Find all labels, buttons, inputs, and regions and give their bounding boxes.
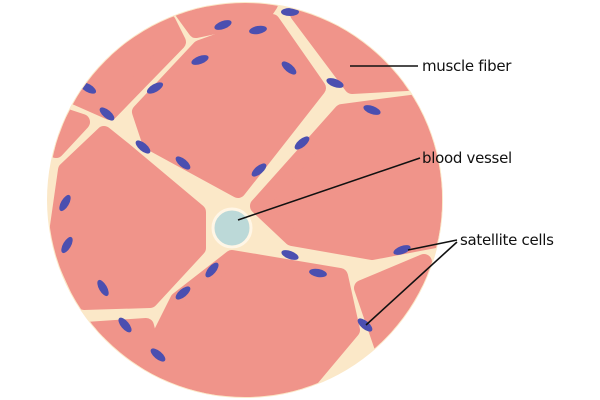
muscle-fiber bbox=[172, 3, 278, 38]
satellite-cell-nucleus bbox=[251, 163, 267, 177]
satellite-cell-nucleus bbox=[150, 348, 166, 362]
blood-vessel bbox=[211, 207, 253, 249]
blood-vessel-leader-line bbox=[237, 157, 421, 221]
satellite-cell-nucleus bbox=[59, 194, 71, 212]
satellite-cell-nucleus bbox=[146, 82, 164, 94]
satellite-cell-nucleus bbox=[357, 318, 373, 332]
satellite-cell-nucleus bbox=[249, 25, 267, 35]
satellite-cell-nucleus bbox=[294, 136, 310, 150]
label-muscle-fiber: muscle fiber bbox=[422, 57, 512, 75]
satellite-cell-nucleus bbox=[393, 245, 411, 255]
satellite-cell-leader-line bbox=[365, 241, 458, 326]
satellite-cell-nucleus bbox=[326, 78, 344, 88]
satellite-cell-nucleus bbox=[363, 105, 381, 115]
satellite-cell-nucleus bbox=[281, 250, 299, 260]
satellite-cell-nucleus bbox=[99, 107, 115, 121]
satellite-cell-nucleus bbox=[61, 236, 73, 254]
satellite-cell-leader-line bbox=[407, 239, 458, 251]
satellite-cell-nucleus bbox=[118, 317, 132, 333]
label-blood-vessel: blood vessel bbox=[422, 149, 512, 167]
satellite-cell-nucleus bbox=[281, 61, 297, 75]
satellite-cell-nucleus bbox=[205, 262, 219, 278]
muscle-fiber bbox=[78, 318, 166, 384]
satellite-cell-nucleus bbox=[135, 140, 151, 154]
satellite-cell-nucleus bbox=[175, 156, 191, 170]
satellite-cell-nucleus bbox=[281, 8, 299, 16]
satellite-cell-nucleus bbox=[175, 286, 191, 300]
label-satellite-cells: satellite cells bbox=[460, 231, 554, 249]
satellite-cell-nucleus bbox=[309, 268, 327, 278]
muscle-fiber bbox=[132, 14, 326, 198]
satellite-cell-nucleus bbox=[97, 279, 109, 297]
satellite-cell-nucleus bbox=[214, 20, 232, 30]
muscle-fiber bbox=[48, 126, 206, 310]
satellite-cell-nucleus bbox=[191, 55, 209, 65]
